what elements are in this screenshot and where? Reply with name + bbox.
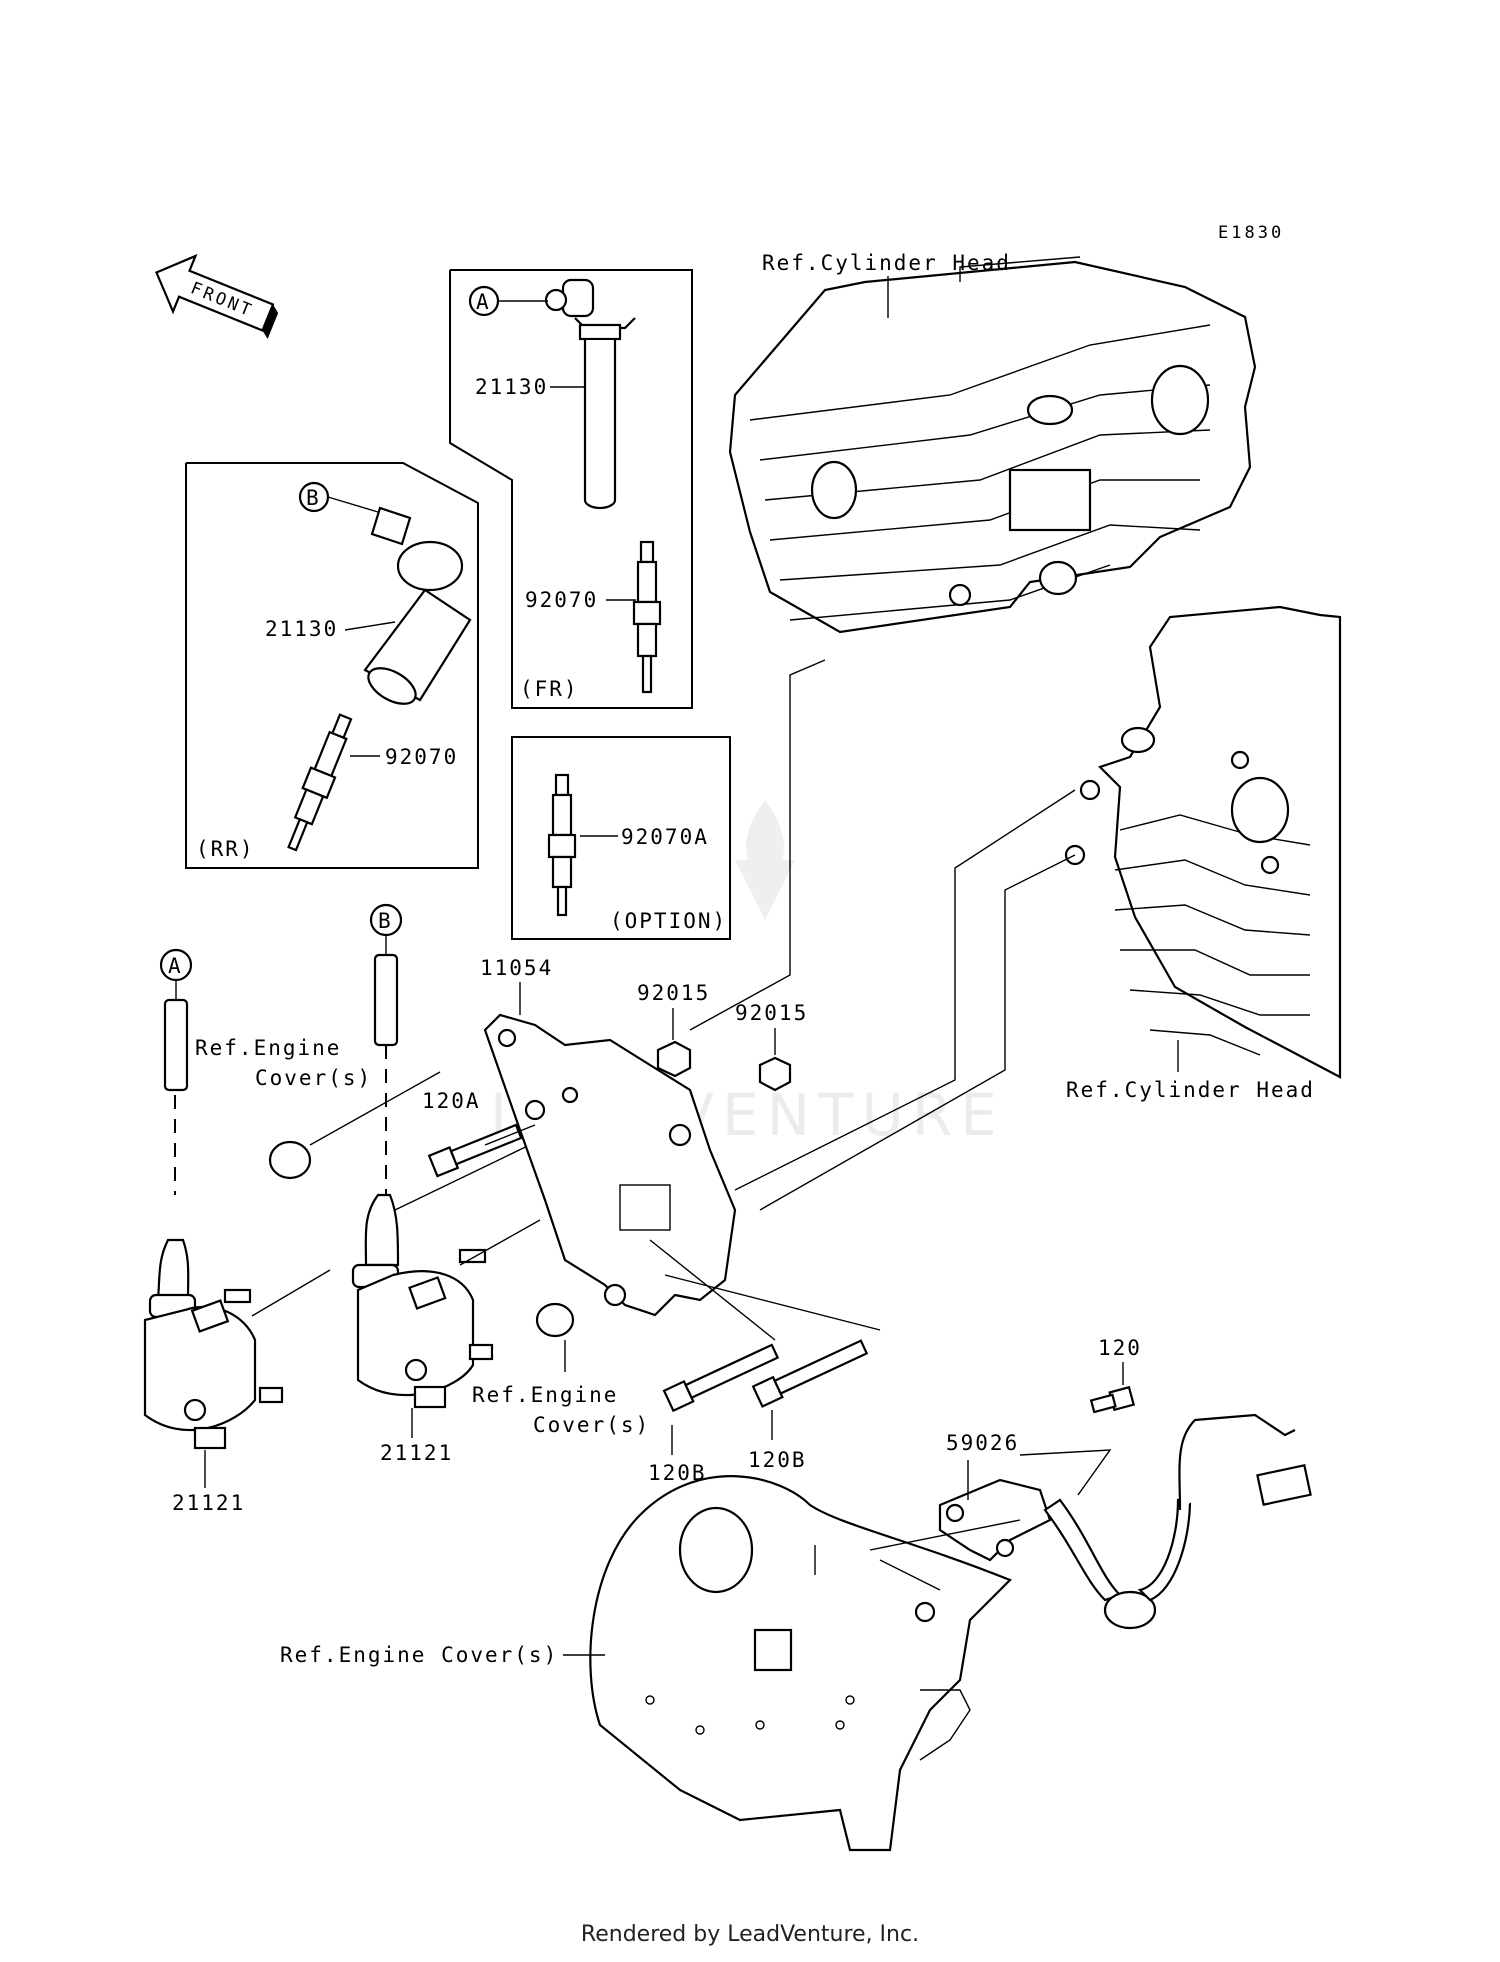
rr-box: B 21130 92070 (RR) — [185, 462, 479, 869]
option-box-label: (OPTION) — [610, 909, 727, 933]
part-92070-rr-label: 92070 — [385, 745, 458, 769]
fr-box: A 21130 92070 (FR) — [449, 269, 693, 709]
hose-b — [373, 935, 399, 1195]
hose-a — [163, 980, 189, 1092]
part-21121-left-label: 21121 — [172, 1491, 245, 1515]
rr-box-label: (RR) — [196, 837, 255, 861]
ref-cylinder-head-top-label: Ref.Cylinder Head — [762, 251, 1011, 275]
part-21130-fr-label: 21130 — [475, 375, 548, 399]
front-arrow-icon: FRONT — [155, 253, 279, 340]
engine-cover — [589, 1475, 1012, 1852]
footer-credit: Rendered by LeadVenture, Inc. — [580, 1922, 920, 1947]
ref-engine-cover-left-label-2: Cover(s) — [255, 1066, 372, 1090]
grommet-left — [268, 1140, 312, 1180]
fr-box-label: (FR) — [520, 677, 579, 701]
spark-plug-option — [547, 773, 577, 917]
cylinder-head-front — [728, 256, 1257, 634]
bolt-120b-1 — [662, 1343, 780, 1413]
part-120b-2-label: 120B — [748, 1448, 807, 1472]
ignition-cap-rr — [363, 506, 472, 705]
ref-cylinder-head-right-label: Ref.Cylinder Head — [1066, 1078, 1315, 1102]
bolt-120 — [1089, 1385, 1136, 1414]
ignition-coil-right — [351, 1193, 494, 1409]
part-92070a-label: 92070A — [621, 825, 709, 849]
nut-92015-2 — [758, 1056, 792, 1092]
part-11054-label: 11054 — [480, 956, 553, 980]
callout-a-fr-label: A — [476, 290, 491, 314]
ref-engine-cover-mid-label-1: Ref.Engine — [472, 1383, 618, 1407]
ref-engine-cover-mid-label-2: Cover(s) — [533, 1413, 650, 1437]
part-21130-rr-label: 21130 — [265, 617, 338, 641]
ignition-coil-left — [143, 1095, 284, 1450]
ignition-cap-fr — [544, 278, 636, 510]
callout-b-hose-label: B — [378, 909, 393, 933]
coil-bracket — [483, 1013, 737, 1317]
spark-plug-rr — [287, 713, 353, 852]
callout-b-hose — [369, 903, 403, 937]
part-21121-right-label: 21121 — [380, 1441, 453, 1465]
diagram-code: E1830 — [1218, 223, 1284, 243]
callout-a-hose — [159, 948, 193, 982]
grommet-mid — [535, 1302, 575, 1338]
part-59026-label: 59026 — [946, 1431, 1019, 1455]
spark-plug-fr — [632, 540, 662, 694]
part-92015-1-label: 92015 — [637, 981, 710, 1005]
nut-92015-1 — [656, 1040, 692, 1078]
cylinder-head-rear — [1064, 605, 1342, 1079]
callout-a-hose-label: A — [168, 954, 183, 978]
part-120a-label: 120A — [422, 1089, 481, 1113]
callout-b-rr-label: B — [306, 486, 321, 510]
part-92070-fr-label: 92070 — [525, 588, 598, 612]
ref-engine-cover-left-label-1: Ref.Engine — [195, 1036, 341, 1060]
option-box: 92070A (OPTION) — [511, 736, 731, 940]
ref-engine-cover-bottom-label: Ref.Engine Cover(s) — [280, 1643, 558, 1667]
part-120-label: 120 — [1098, 1336, 1142, 1360]
bolt-120b-2 — [751, 1339, 869, 1408]
part-92015-2-label: 92015 — [735, 1001, 808, 1025]
